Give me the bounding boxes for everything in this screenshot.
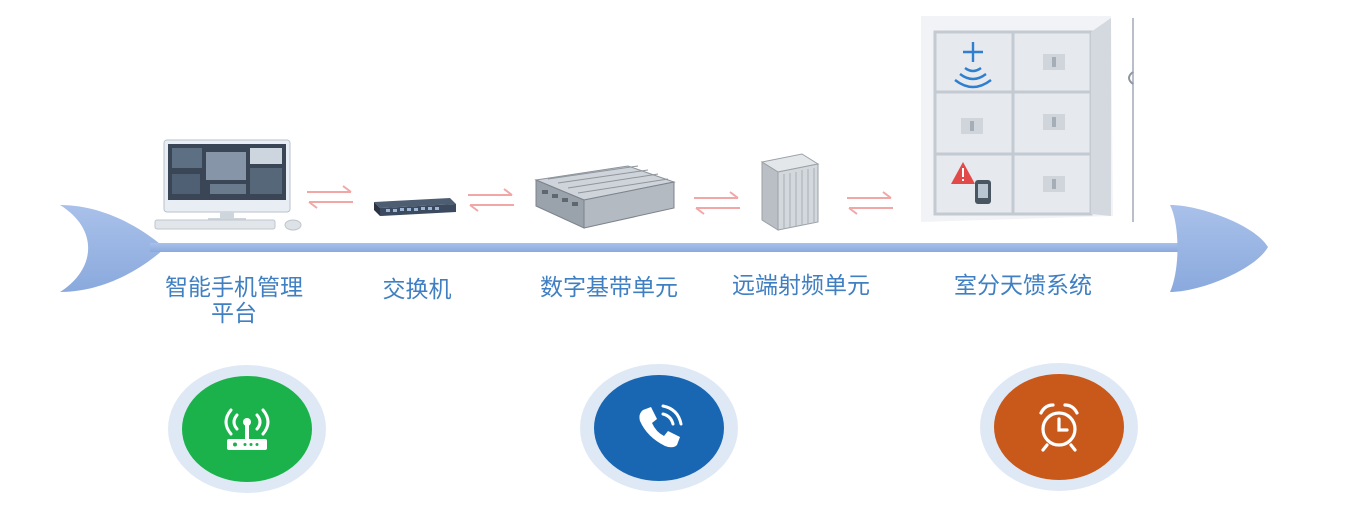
warning-phone-icon <box>951 162 991 204</box>
label-management-platform: 智能手机管理 平台 <box>148 275 320 327</box>
radio-unit-icon <box>760 153 820 231</box>
label-radio-unit: 远端射频单元 <box>732 273 870 299</box>
bidirectional-arrow-2 <box>468 188 514 212</box>
label-line-2: 平台 <box>211 301 257 327</box>
bidirectional-arrow-1 <box>307 185 353 209</box>
alarm-clock-icon <box>1039 403 1079 452</box>
indoor-distribution-cabinet-icon <box>921 16 1134 222</box>
antenna-icon <box>954 42 992 89</box>
flow-head <box>1170 205 1268 292</box>
flow-tail <box>60 205 165 292</box>
phone-ringing-icon <box>639 404 683 448</box>
label-switch: 交换机 <box>382 277 452 303</box>
label-line-1: 智能手机管理 <box>165 275 303 301</box>
computer-icon <box>154 139 302 231</box>
phone-badge <box>580 364 738 492</box>
router-badge <box>168 365 326 493</box>
bidirectional-arrow-3 <box>694 191 740 215</box>
bidirectional-arrow-4 <box>847 191 893 215</box>
label-baseband-unit: 数字基带单元 <box>540 275 678 301</box>
baseband-unit-icon <box>534 165 676 229</box>
label-indoor-distribution: 室分天馈系统 <box>954 273 1092 299</box>
switch-icon <box>374 198 456 216</box>
flow-shaft <box>150 243 1210 252</box>
alarm-badge <box>980 363 1138 491</box>
router-wifi-icon <box>224 408 270 450</box>
